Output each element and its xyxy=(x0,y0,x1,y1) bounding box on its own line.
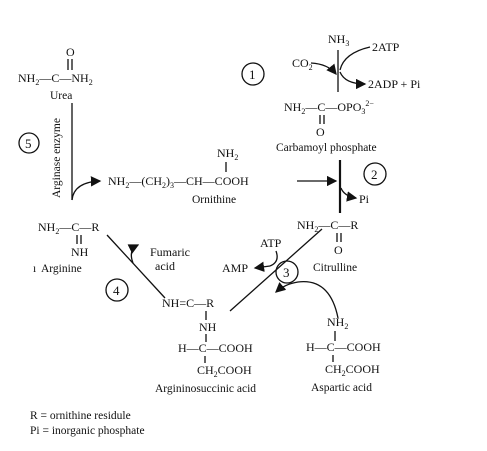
svg-text:NH3: NH3 xyxy=(328,32,349,48)
step-4-circle xyxy=(105,278,129,302)
citrulline-label: Citrulline xyxy=(313,262,357,274)
ornithine-structure: NH2 NH2—(CH2)3—CH—COOH Ornithine xyxy=(108,146,338,206)
arginine-label: Arginine xyxy=(41,263,82,275)
svg-text:NH2—C—OPO32−: NH2—C—OPO32− xyxy=(284,99,374,116)
aspartate-in-arrow xyxy=(275,281,339,319)
argininosuccinic-label: Argininosuccinic acid xyxy=(155,383,256,395)
step-4: 4 Fumaric acid xyxy=(105,234,190,302)
svg-text:NH2—(CH2)3—CH—COOH: NH2—(CH2)3—CH—COOH xyxy=(108,174,249,190)
svg-text:NH2: NH2 xyxy=(327,315,348,331)
carbamoyl-phosphate-label: Carbamoyl phosphate xyxy=(276,142,377,154)
svg-text:CO2: CO2 xyxy=(292,56,313,72)
ornithine-label: Ornithine xyxy=(192,194,236,206)
arginase-enzyme-label: Arginase enzyme xyxy=(51,118,63,198)
argininosuccinic-structure: NH=C—R NH H—C—COOH CH2COOH Argininosucci… xyxy=(155,296,256,395)
svg-text:CH2COOH: CH2COOH xyxy=(197,363,252,379)
legend-line-pi: Pi = inorganic phosphate xyxy=(30,425,145,437)
step-3-number: 3 xyxy=(283,265,290,280)
fumarate-out-arrow xyxy=(127,244,140,264)
svg-text:NH2—C—R: NH2—C—R xyxy=(297,218,358,234)
svg-text:Fumaric: Fumaric xyxy=(150,245,190,259)
svg-text:NH: NH xyxy=(71,245,89,259)
argsucc-to-arginine-line xyxy=(106,234,166,299)
step-4-number: 4 xyxy=(113,283,120,298)
amp-arrow xyxy=(253,261,271,272)
step1-products-label: 2ADP + Pi xyxy=(368,77,421,91)
step-2: 2 Pi xyxy=(338,160,387,213)
step-5: 5 Arginase enzyme xyxy=(18,103,102,201)
step-1-circle xyxy=(241,62,265,86)
legend-line-r: R = ornithine residule xyxy=(30,410,131,422)
urea-label: Urea xyxy=(50,90,72,102)
svg-text:acid: acid xyxy=(155,259,175,273)
atp-in-curve xyxy=(339,46,371,71)
atp-curve xyxy=(269,250,278,267)
urea-oxygen: O xyxy=(66,45,75,59)
urea-structure: O NH2—C—NH2 Urea xyxy=(18,45,93,102)
svg-text:NH2: NH2 xyxy=(217,146,238,162)
arginine-structure: NH2—C—R NH Arginine ı xyxy=(33,220,99,275)
svg-text:O: O xyxy=(334,243,343,257)
svg-text:NH: NH xyxy=(199,320,217,334)
citrulline-structure: NH2—C—R O Citrulline xyxy=(297,218,358,274)
step-2-circle xyxy=(363,162,387,186)
svg-text:ı: ı xyxy=(33,263,36,275)
adp-out-arrow xyxy=(339,71,367,90)
step3-atp-label: ATP xyxy=(260,236,282,250)
step-5-circle xyxy=(18,132,40,154)
svg-text:NH2—C—NH2: NH2—C—NH2 xyxy=(18,71,93,87)
step-1: 1 NH3 CO2 2ATP 2ADP + Pi NH2—C—OPO32− O … xyxy=(241,32,421,154)
step-1-number: 1 xyxy=(249,67,256,82)
svg-text:O: O xyxy=(316,125,325,139)
step-2-number: 2 xyxy=(371,167,378,182)
step-3-circle xyxy=(275,260,299,284)
svg-text:H—C—COOH: H—C—COOH xyxy=(306,340,381,354)
to-ornithine-arrow xyxy=(71,176,102,201)
co2-arrow xyxy=(310,62,337,76)
step-3: 3 ATP AMP xyxy=(222,228,339,319)
step1-atp-label: 2ATP xyxy=(372,40,400,54)
aspartic-label: Aspartic acid xyxy=(311,382,372,394)
legend: R = ornithine residule Pi = inorganic ph… xyxy=(30,409,145,439)
aspartic-structure: NH2 H—C—COOH CH2COOH Aspartic acid xyxy=(306,315,381,394)
step2-pi-label: Pi xyxy=(359,192,370,206)
pi-out-arrow xyxy=(340,187,358,202)
step-5-number: 5 xyxy=(25,136,32,151)
svg-text:NH2—C—R: NH2—C—R xyxy=(38,220,99,236)
svg-text:NH=C—R: NH=C—R xyxy=(162,296,214,310)
svg-text:H—C—COOH: H—C—COOH xyxy=(178,341,253,355)
step3-amp-label: AMP xyxy=(222,261,248,275)
svg-text:CH2COOH: CH2COOH xyxy=(325,362,380,378)
